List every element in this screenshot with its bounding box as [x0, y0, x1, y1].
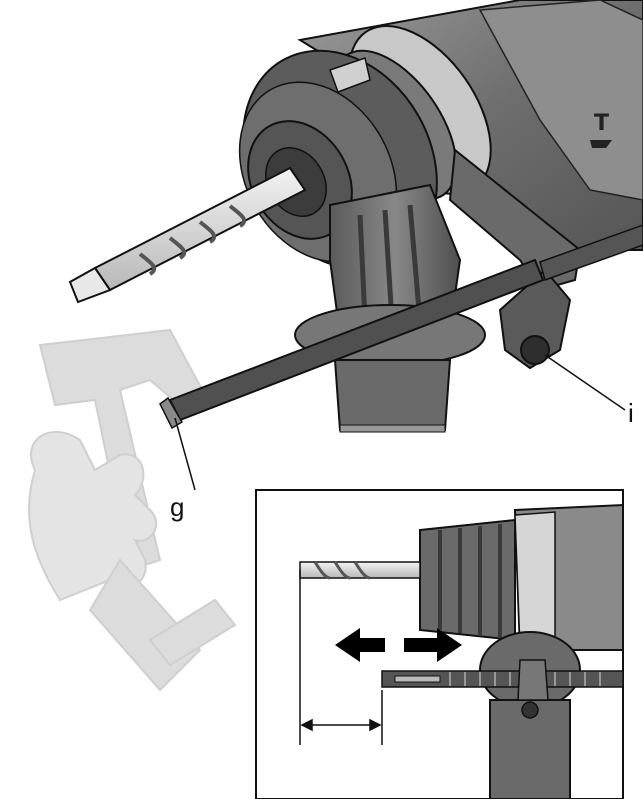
callout-label-g: g [170, 492, 185, 522]
callout-lines [174, 354, 626, 491]
svg-text:T: T [594, 111, 609, 136]
hammer-thumbs-up-watermark-icon [28, 328, 237, 692]
depth-stop-rod [159, 224, 643, 430]
handle-clamp [448, 148, 582, 370]
drill-bit [68, 166, 307, 304]
depth-dimension [299, 570, 383, 745]
callout-label-i: i [628, 398, 634, 428]
inset-detail [255, 489, 624, 799]
double-arrow-icon [335, 628, 462, 662]
